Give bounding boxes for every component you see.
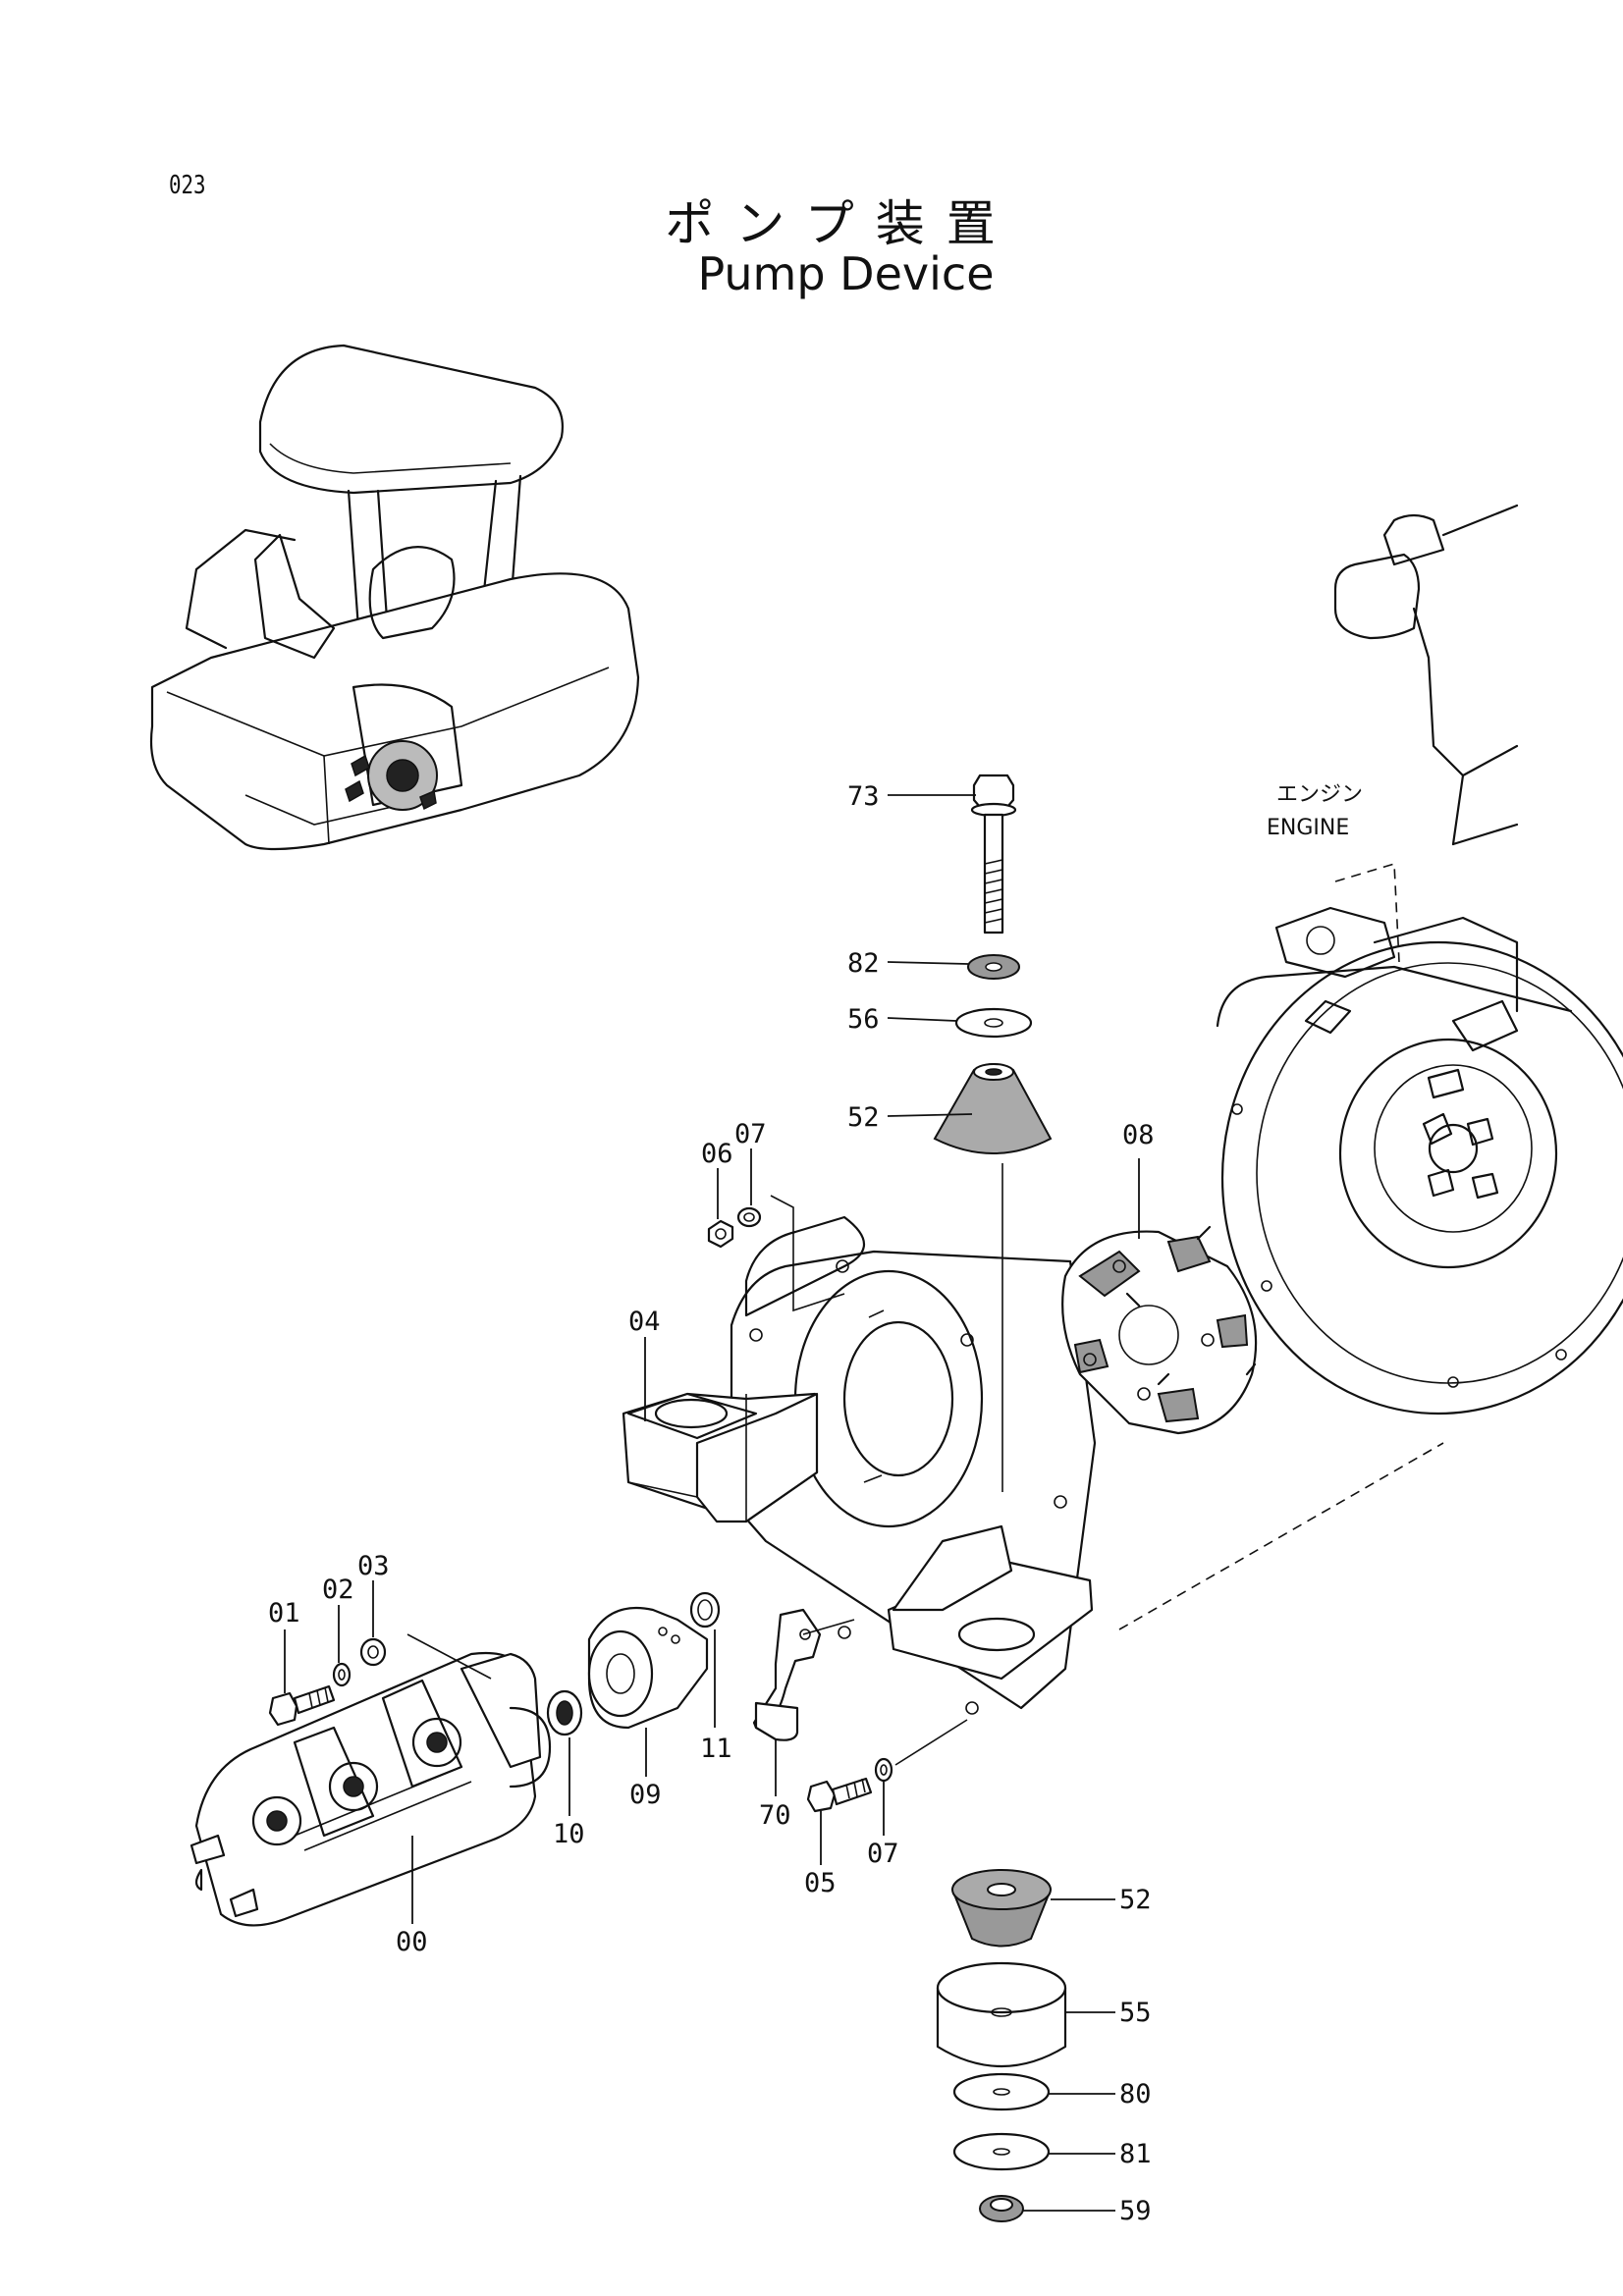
- callout-81: 81: [1119, 2139, 1152, 2169]
- callout-02: 02: [322, 1575, 354, 1605]
- callout-05: 05: [804, 1868, 837, 1898]
- mount-bolt: [970, 774, 1017, 934]
- gear-pump-00: [189, 1651, 552, 1927]
- coupling-08: [1061, 1225, 1258, 1435]
- nut-06: [707, 1219, 734, 1249]
- rubber-cone-lower: [950, 1869, 1053, 1948]
- callout-52-upper: 52: [847, 1102, 880, 1133]
- callout-70: 70: [759, 1800, 791, 1831]
- callout-07-lower: 07: [867, 1839, 899, 1869]
- rubber-cone-upper: [933, 1063, 1053, 1154]
- clip-70: [752, 1608, 822, 1741]
- callout-01: 01: [268, 1598, 300, 1629]
- callout-leaders: [284, 794, 1140, 2212]
- bolt-01: [268, 1684, 336, 1727]
- page-title-english: Pump Device: [697, 247, 995, 300]
- spring-washer-07b: [874, 1757, 893, 1783]
- engine-label-english: ENGINE: [1267, 816, 1349, 840]
- cup-55: [936, 1961, 1067, 2067]
- callout-56: 56: [847, 1004, 880, 1035]
- callout-80: 80: [1119, 2079, 1152, 2109]
- callout-55: 55: [1119, 1998, 1152, 2028]
- flange-plate: [730, 1215, 1097, 1715]
- machine-overview-illustration: [149, 344, 640, 851]
- washer-02: [332, 1662, 352, 1687]
- page-number: 023: [169, 171, 206, 200]
- callout-00: 00: [396, 1927, 428, 1957]
- washer-03: [359, 1637, 387, 1667]
- bracket-lower: [887, 1524, 1094, 1681]
- hub-09: [587, 1606, 709, 1730]
- bracket-04: [622, 1392, 819, 1523]
- callout-09: 09: [629, 1780, 662, 1810]
- washer-82: [967, 954, 1020, 980]
- callout-07-upper: 07: [734, 1119, 767, 1149]
- washer-81: [952, 2132, 1051, 2171]
- callout-03: 03: [357, 1551, 390, 1581]
- spring-washer-07: [736, 1206, 762, 1228]
- callout-73: 73: [847, 781, 880, 812]
- callout-04: 04: [628, 1307, 661, 1337]
- callout-08: 08: [1122, 1120, 1155, 1150]
- bolt-05: [806, 1777, 873, 1813]
- page-title-japanese: ポンプ装置: [665, 195, 1017, 252]
- seal-10: [546, 1689, 583, 1736]
- callout-52-lower: 52: [1119, 1885, 1152, 1915]
- callout-06: 06: [701, 1139, 733, 1169]
- callout-11: 11: [700, 1734, 732, 1764]
- ring-11: [689, 1591, 721, 1629]
- washer-80: [952, 2072, 1051, 2111]
- engine-illustration: [1118, 504, 1623, 1630]
- callout-82: 82: [847, 948, 880, 979]
- callout-labels: 73 82 56 52 06 07 08 04 03 02 01 11 09 1…: [268, 781, 1155, 2226]
- callout-59: 59: [1119, 2196, 1152, 2226]
- callout-10: 10: [553, 1819, 585, 1849]
- plate-56: [954, 1007, 1033, 1039]
- engine-label-japanese: エンジン: [1276, 782, 1363, 807]
- nut-59: [979, 2195, 1024, 2222]
